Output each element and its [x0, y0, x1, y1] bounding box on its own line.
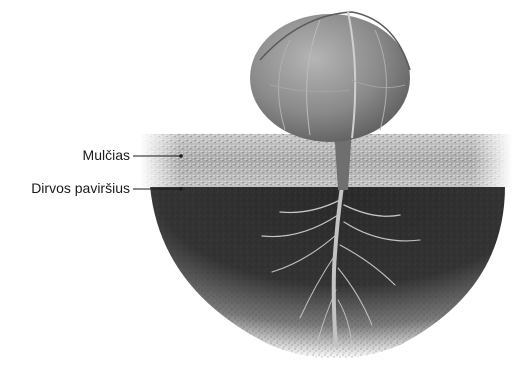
soil-layer — [150, 186, 505, 359]
soil-surface-label: Dirvos paviršius — [31, 180, 130, 196]
mulch-layer — [140, 134, 512, 187]
cabbage-head — [250, 12, 410, 142]
mulch-label: Mulčias — [83, 147, 130, 163]
